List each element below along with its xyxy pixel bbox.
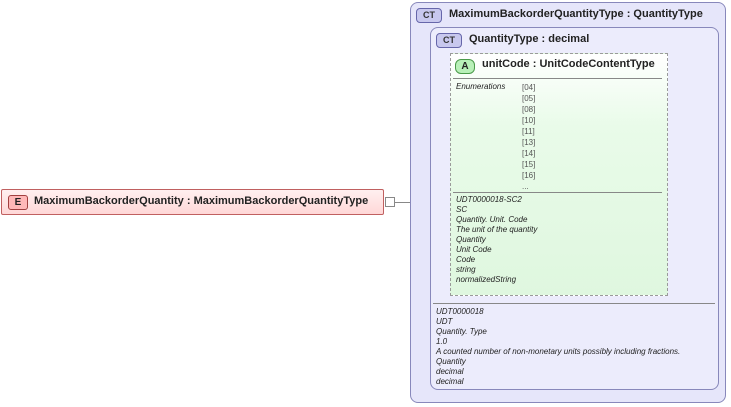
- doc-line: 1.0: [436, 337, 448, 346]
- doc-line: string: [456, 265, 476, 274]
- complex-type-badge: CT: [436, 33, 462, 48]
- attribute-documentation: UDT0000018-SC2 SC Quantity. Unit. Code T…: [456, 195, 537, 285]
- element-name: MaximumBackorderQuantity: [34, 195, 184, 207]
- doc-line: SC: [456, 205, 468, 214]
- attribute-doc-divider: [453, 192, 662, 193]
- type-doc-divider: [433, 303, 715, 304]
- complex-type-badge: CT: [416, 8, 442, 23]
- inner-type-title: QuantityType : decimal: [469, 33, 589, 45]
- enumeration-value: ...: [522, 182, 529, 191]
- enumeration-value: [13]: [522, 138, 536, 147]
- enumeration-value: [08]: [522, 105, 536, 114]
- element-separator: :: [186, 195, 191, 207]
- element-badge: E: [8, 195, 28, 210]
- enumeration-value: [05]: [522, 94, 536, 103]
- connector-line: [394, 202, 410, 203]
- enumeration-value: [15]: [522, 160, 536, 169]
- doc-line: decimal: [436, 367, 464, 376]
- doc-line: Quantity: [436, 357, 466, 366]
- attribute-name: unitCode: [482, 58, 530, 70]
- enumeration-value: [04]: [522, 83, 536, 92]
- outer-type-separator: :: [626, 8, 631, 20]
- doc-line: The unit of the quantity: [456, 225, 538, 234]
- attribute-type: UnitCodeContentType: [539, 58, 655, 70]
- doc-line: Quantity: [456, 235, 486, 244]
- element-label: MaximumBackorderQuantity : MaximumBackor…: [34, 195, 368, 207]
- attribute-title: unitCode : UnitCodeContentType: [482, 58, 655, 70]
- inner-type-separator: :: [541, 33, 546, 45]
- inner-type-base: decimal: [548, 33, 590, 45]
- doc-line: decimal: [436, 377, 464, 386]
- attribute-separator: :: [532, 58, 537, 70]
- doc-line: UDT0000018-SC2: [456, 195, 522, 204]
- doc-line: Quantity. Type: [436, 327, 487, 336]
- enumeration-value: [11]: [522, 127, 535, 136]
- type-documentation: UDT0000018 UDT Quantity. Type 1.0 A coun…: [436, 307, 680, 387]
- enumeration-value: [10]: [522, 116, 536, 125]
- outer-type-base: QuantityType: [633, 8, 703, 20]
- doc-line: UDT: [436, 317, 453, 326]
- doc-line: UDT0000018: [436, 307, 484, 316]
- outer-type-title: MaximumBackorderQuantityType : QuantityT…: [449, 8, 703, 20]
- doc-line: Quantity. Unit. Code: [456, 215, 528, 224]
- attribute-badge: A: [455, 59, 475, 74]
- outer-type-name: MaximumBackorderQuantityType: [449, 8, 624, 20]
- enumerations-list: [04] [05] [08] [10] [11] [13] [14] [15] …: [522, 82, 535, 192]
- doc-line: Code: [456, 255, 476, 264]
- enumerations-label: Enumerations: [456, 82, 506, 91]
- inner-type-name: QuantityType: [469, 33, 539, 45]
- doc-line: normalizedString: [456, 275, 517, 284]
- element-type: MaximumBackorderQuantityType: [193, 195, 369, 207]
- attribute-node[interactable]: [450, 53, 668, 296]
- doc-line: Unit Code: [456, 245, 492, 254]
- enumeration-value: [14]: [522, 149, 536, 158]
- attribute-divider: [453, 78, 662, 79]
- doc-line: A counted number of non-monetary units p…: [436, 347, 681, 356]
- element-node[interactable]: E MaximumBackorderQuantity : MaximumBack…: [1, 189, 384, 215]
- enumeration-value: [16]: [522, 171, 536, 180]
